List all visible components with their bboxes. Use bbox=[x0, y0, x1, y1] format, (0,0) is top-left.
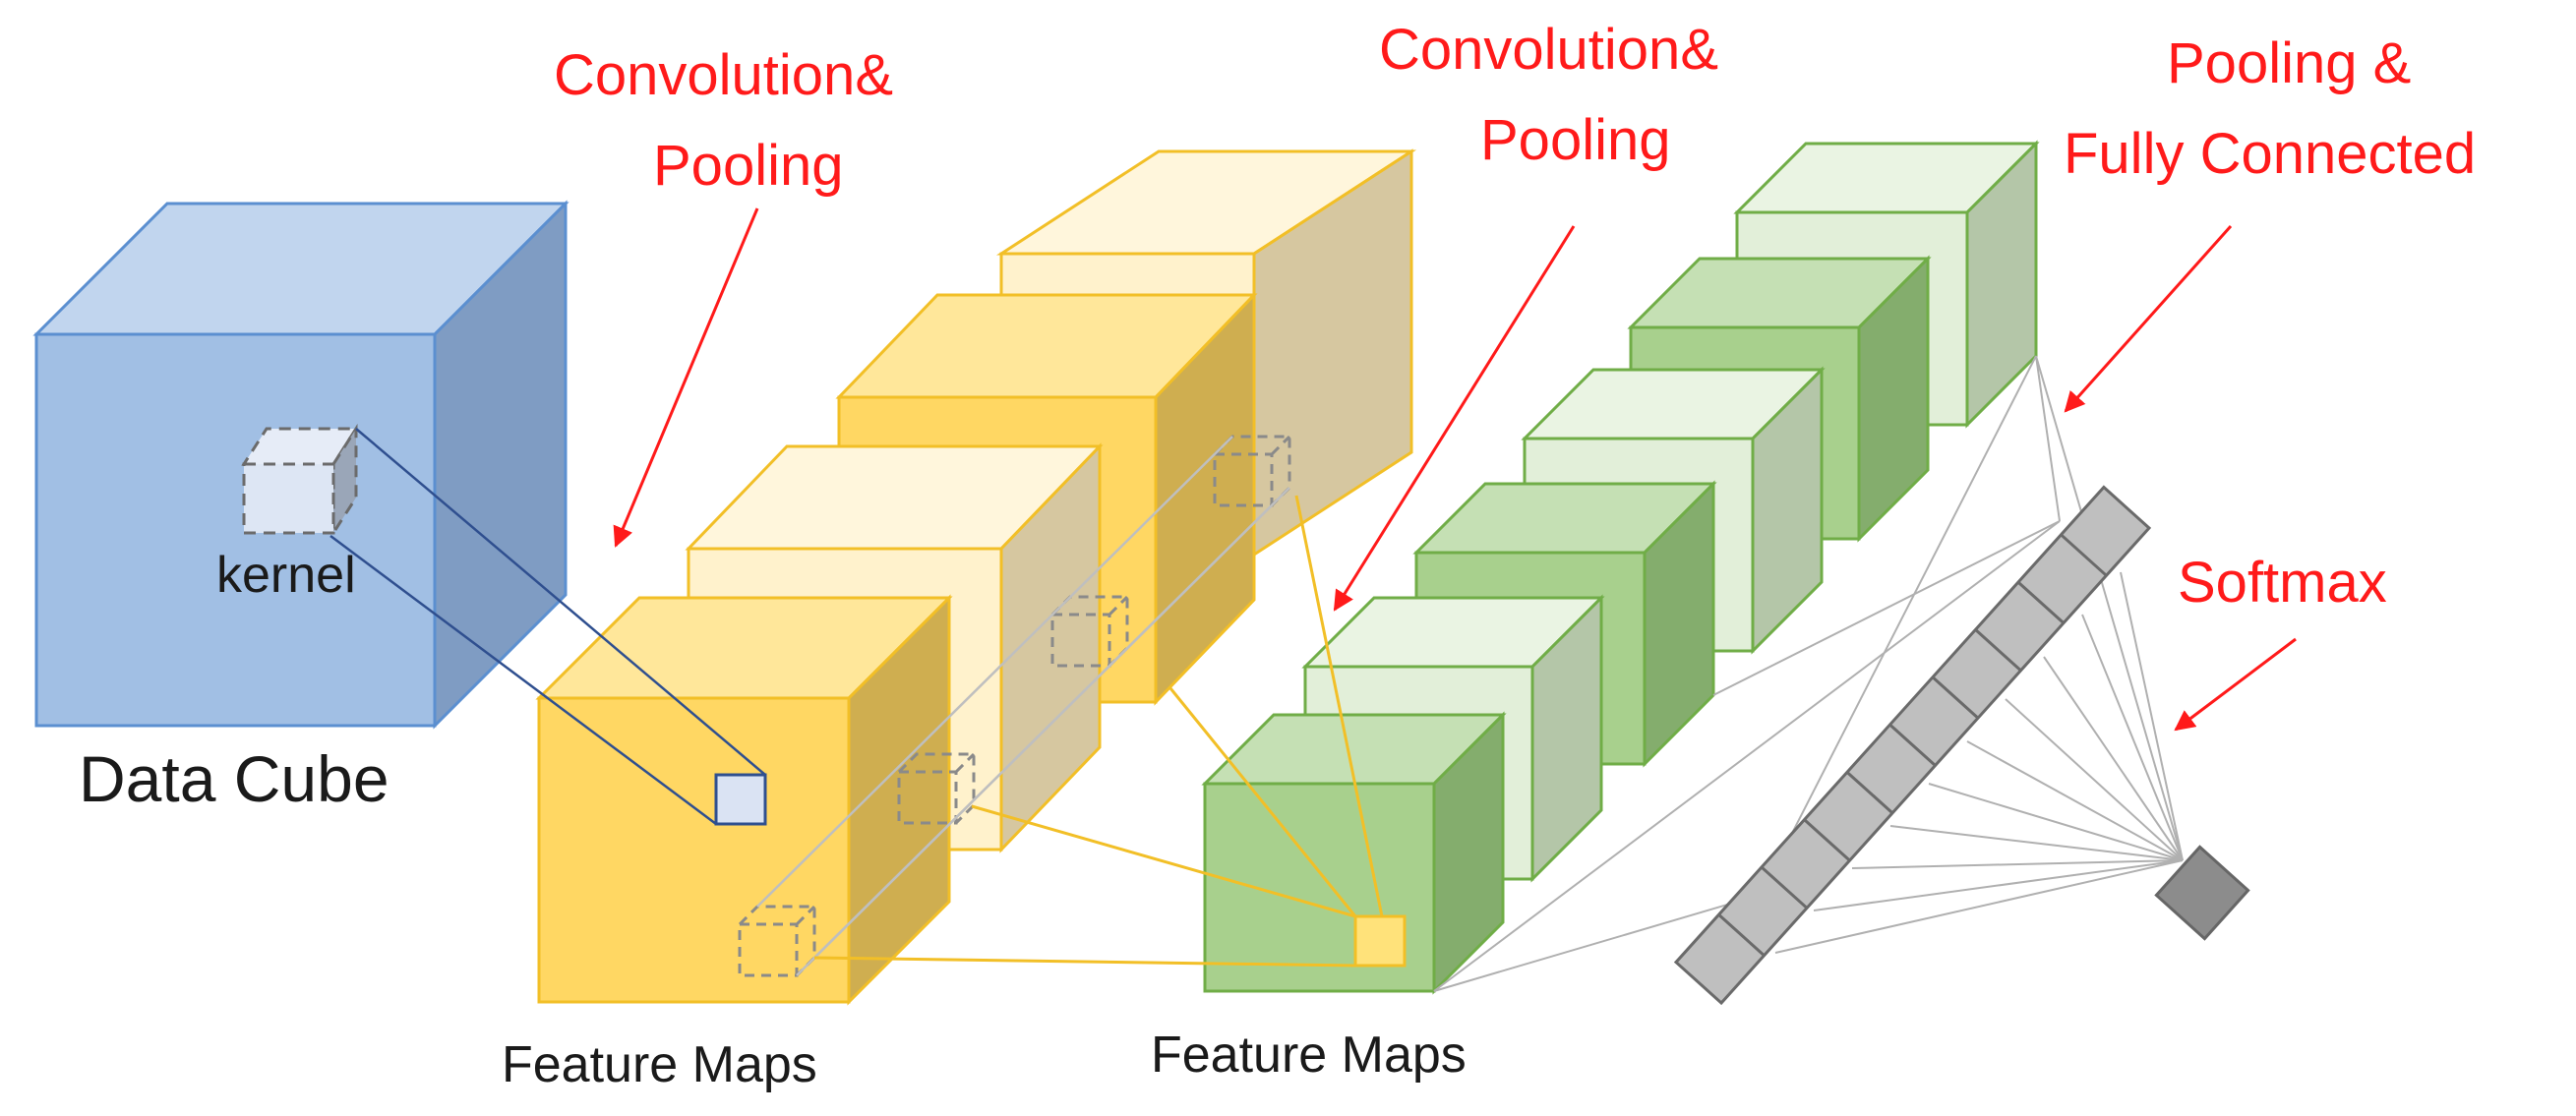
annotation-softmax: Softmax bbox=[2178, 551, 2387, 615]
kernel-label: kernel bbox=[216, 547, 356, 604]
pooled-output-square bbox=[1353, 914, 1407, 968]
softmax-output-node bbox=[2154, 845, 2250, 941]
annotation-conv-pool-2-line2: Pooling bbox=[1480, 108, 1670, 172]
annotation-conv-pool-2-line1: Convolution& bbox=[1379, 18, 1718, 82]
annotation-conv-pool-1-line1: Convolution& bbox=[554, 43, 893, 107]
yellow-kernel-path-lines bbox=[756, 436, 1290, 976]
annotation-arrows bbox=[613, 207, 2297, 732]
kernel-projection-lines bbox=[329, 428, 766, 826]
kernel-output-square bbox=[714, 773, 767, 826]
annotation-conv-pool-1-line2: Pooling bbox=[653, 134, 843, 198]
fc-connection-lines bbox=[1433, 355, 2184, 992]
annotation-pool-fc-line1: Pooling & bbox=[2167, 31, 2411, 95]
fully-connected-layer bbox=[1673, 485, 2152, 1006]
annotation-pool-fc-line2: Fully Connected bbox=[2064, 122, 2476, 186]
feature-maps-label-1: Feature Maps bbox=[502, 1036, 817, 1093]
data-cube-label: Data Cube bbox=[79, 742, 389, 815]
feature-maps-label-2: Feature Maps bbox=[1151, 1027, 1467, 1084]
softmax-connection-lines bbox=[1774, 571, 2184, 954]
kernel-cube bbox=[241, 423, 359, 539]
data-cube bbox=[32, 200, 569, 730]
yellow-to-green-lines bbox=[813, 495, 1384, 968]
